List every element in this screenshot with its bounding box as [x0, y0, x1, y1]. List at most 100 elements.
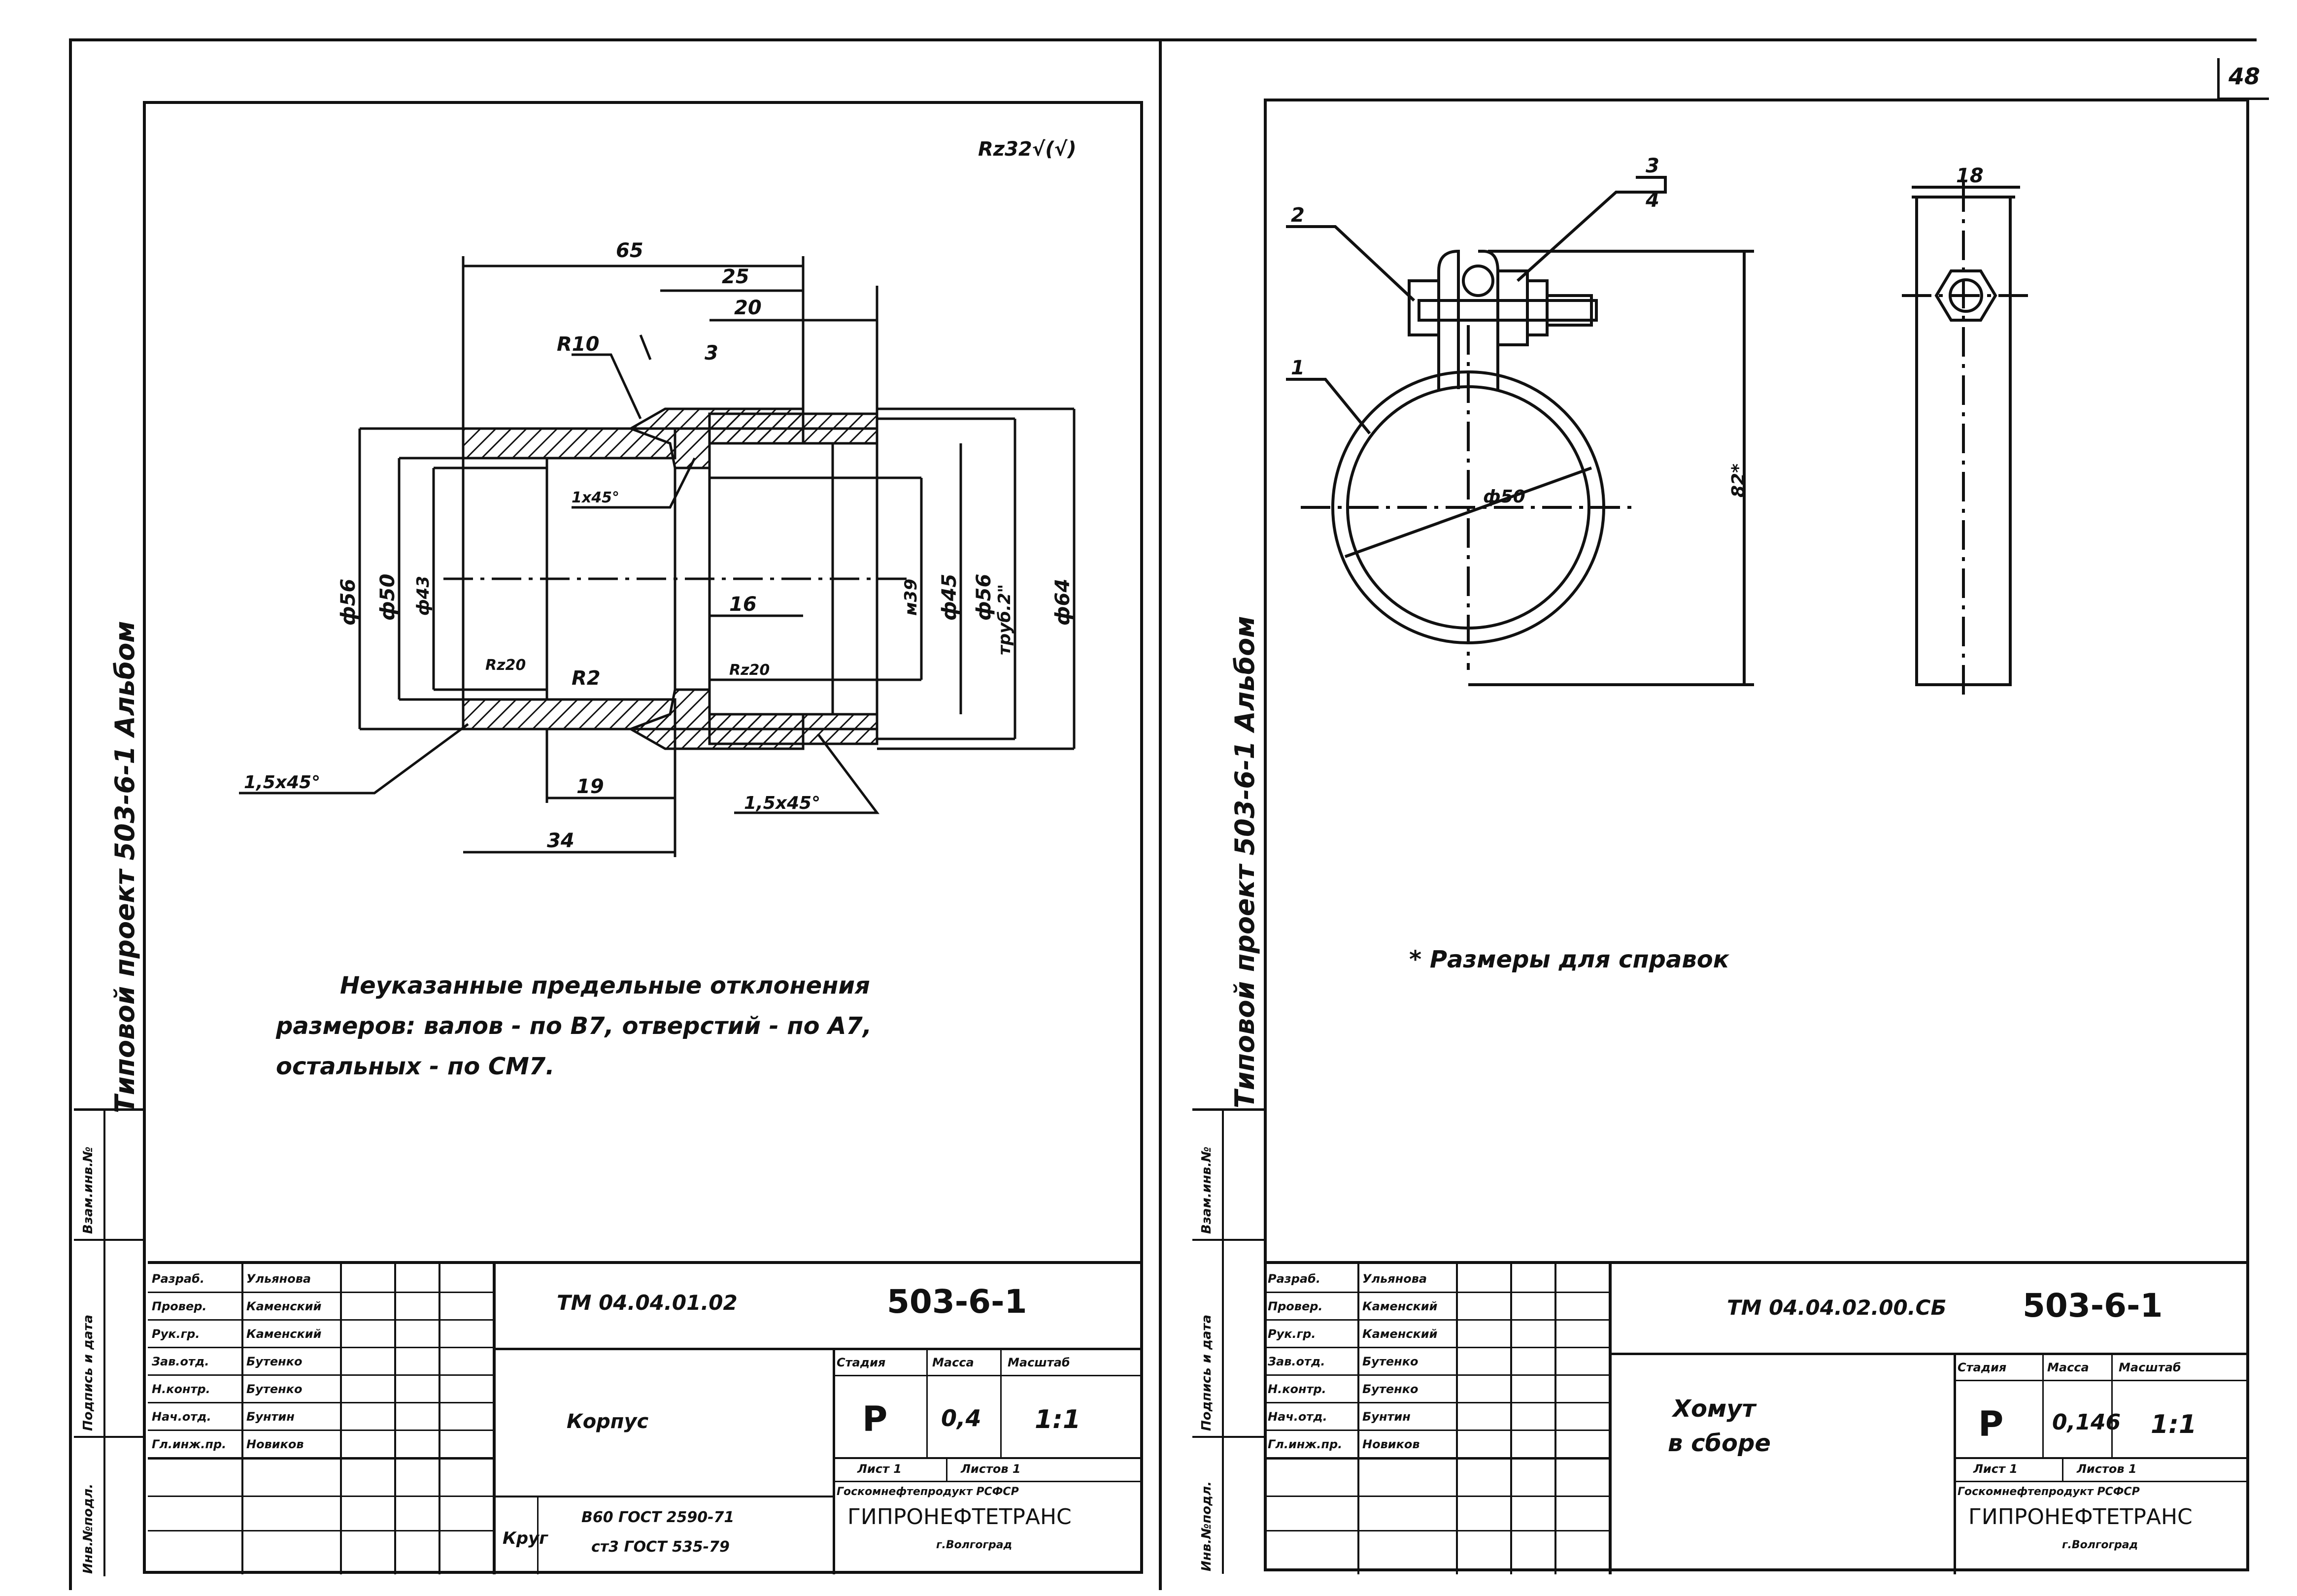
callout-4: 4: [1645, 189, 1659, 212]
right-mass-label: Масса: [2047, 1361, 2089, 1374]
dim-thread: труб.2": [995, 584, 1014, 655]
right-sheet: Лист 1: [1973, 1462, 2018, 1476]
left-project: 503-6-1: [887, 1283, 1027, 1321]
left-role-5: Нач.отд.: [152, 1410, 211, 1424]
left-role-0: Разраб.: [152, 1272, 204, 1286]
right-stamp-column: Взам.инв.№ Подпись и дата Инв.№подл.: [1192, 1108, 1264, 1574]
dim-3: 3: [705, 342, 718, 365]
dim-phi45: ф45: [938, 574, 961, 621]
left-stamp-podpis: Подпись и дата: [81, 1314, 96, 1431]
left-role-2: Рук.гр.: [152, 1327, 200, 1341]
dim-chamfer1: 1х45°: [572, 489, 619, 506]
dim-chamfer15a: 1,5х45°: [244, 772, 320, 793]
left-doc-code: ТМ 04.04.01.02: [557, 1291, 738, 1315]
right-doc-code: ТМ 04.04.02.00.СБ: [1727, 1296, 1947, 1320]
page-number-box: 48: [2217, 58, 2269, 100]
right-stamp-vzam: Взам.инв.№: [1199, 1146, 1214, 1234]
dim-phi64: ф64: [1051, 579, 1074, 626]
left-note-line-3: остальных - по СМ7.: [276, 1053, 555, 1080]
dim-khomut-82: 82*: [1728, 464, 1749, 498]
left-sheets: Листов 1: [961, 1462, 1021, 1476]
left-name-3: Бутенко: [246, 1355, 303, 1368]
dim-20: 20: [734, 297, 762, 319]
left-org-3: г.Волгоград: [936, 1539, 1013, 1551]
dim-r10: R10: [557, 333, 599, 356]
right-org-2: ГИПРОНЕФТЕТРАНС: [1968, 1504, 2193, 1530]
left-role-1: Провер.: [152, 1299, 207, 1313]
right-name-1: Каменский: [1362, 1299, 1438, 1313]
left-name-0: Ульянова: [246, 1272, 311, 1286]
khomut-drawing: 2 1 3 4 ф50 82* 18: [1286, 155, 2030, 695]
left-mass: 0,4: [941, 1405, 981, 1431]
left-org-1: Госкомнефтепродукт РСФСР: [837, 1486, 1019, 1498]
right-sheet-frame: [1264, 99, 2249, 1571]
korpus-drawing: 65 25 20 3 R10 1х45° 16 Rz20 R2 Rz20 1,5…: [239, 239, 1076, 857]
left-note: Неуказанные предельные отклонения размер…: [276, 965, 872, 1087]
dim-r2: R2: [572, 667, 601, 690]
left-scale-label: Масштаб: [1008, 1356, 1070, 1369]
dim-34: 34: [547, 830, 574, 852]
dim-khomut-phi50: ф50: [1483, 487, 1525, 507]
right-name-2: Каменский: [1362, 1327, 1438, 1341]
left-scale: 1:1: [1035, 1405, 1081, 1434]
right-part-name-1: Хомут: [1673, 1395, 1756, 1423]
callout-1: 1: [1291, 357, 1305, 379]
right-sheets: Листов 1: [2077, 1462, 2137, 1476]
left-sheet: Лист 1: [857, 1462, 902, 1476]
dim-25: 25: [722, 266, 749, 288]
callout-2: 2: [1291, 204, 1305, 227]
right-name-0: Ульянова: [1362, 1272, 1427, 1286]
right-name-6: Новиков: [1362, 1437, 1420, 1451]
left-role-4: Н.контр.: [152, 1382, 210, 1396]
left-part-name: Корпус: [567, 1410, 649, 1433]
left-margin-line: [69, 38, 72, 1590]
right-role-2: Рук.гр.: [1268, 1327, 1316, 1341]
right-org-1: Госкомнефтепродукт РСФСР: [1958, 1486, 2140, 1498]
top-border-line: [69, 38, 2257, 41]
left-stamp-column: Взам.инв.№ Подпись и дата Инв.№подл.: [74, 1108, 143, 1576]
dim-phi43: ф43: [413, 576, 433, 616]
dim-m39: м39: [901, 579, 921, 616]
page-number: 48: [2229, 63, 2261, 90]
right-role-1: Провер.: [1268, 1299, 1323, 1313]
left-role-3: Зав.отд.: [152, 1355, 209, 1368]
dim-19: 19: [576, 775, 604, 798]
dim-phi50: ф50: [376, 574, 399, 621]
left-mass-label: Масса: [932, 1356, 974, 1369]
left-material-label: Круг: [503, 1529, 548, 1548]
right-stamp-podpis: Подпись и дата: [1199, 1314, 1214, 1431]
left-name-6: Новиков: [246, 1437, 304, 1451]
right-name-3: Бутенко: [1362, 1355, 1419, 1368]
right-role-5: Нач.отд.: [1268, 1410, 1327, 1424]
right-role-6: Гл.инж.пр.: [1268, 1437, 1343, 1451]
dim-65: 65: [616, 239, 643, 262]
dim-khomut-18: 18: [1956, 165, 1984, 187]
right-org-3: г.Волгоград: [2062, 1539, 2138, 1551]
dim-16: 16: [729, 593, 757, 616]
right-part-name-2: в сборе: [1668, 1430, 1771, 1457]
left-name-5: Бунтин: [246, 1410, 295, 1424]
right-side-label: Типовой проект 503-6-1 Альбом: [1229, 616, 1260, 1108]
right-stage: Р: [1978, 1404, 2004, 1444]
left-role-6: Гл.инж.пр.: [152, 1437, 227, 1451]
left-name-2: Каменский: [246, 1327, 322, 1341]
left-title-block: Разраб. Провер. Рук.гр. Зав.отд. Н.контр…: [148, 1261, 1143, 1574]
left-material-2: ст3 ГОСТ 535-79: [591, 1538, 730, 1556]
left-material-1: В60 ГОСТ 2590-71: [581, 1509, 735, 1526]
dim-rz20a: Rz20: [485, 657, 526, 674]
right-mass: 0,146: [2052, 1410, 2121, 1435]
center-fold-line: [1159, 38, 1162, 1590]
right-role-3: Зав.отд.: [1268, 1355, 1325, 1368]
right-role-4: Н.контр.: [1268, 1382, 1326, 1396]
left-sheet-frame: [143, 101, 1143, 1574]
right-stamp-inv: Инв.№подл.: [1199, 1481, 1214, 1571]
right-name-5: Бунтин: [1362, 1410, 1411, 1424]
left-stage: Р: [862, 1399, 888, 1439]
right-note: * Размеры для справок: [1409, 946, 1729, 973]
dim-phi56a: ф56: [337, 579, 360, 626]
dim-chamfer15b: 1,5х45°: [744, 793, 820, 813]
right-name-4: Бутенко: [1362, 1382, 1419, 1396]
dim-rz20b: Rz20: [729, 662, 770, 679]
right-scale: 1:1: [2151, 1410, 2197, 1439]
left-name-4: Бутенко: [246, 1382, 303, 1396]
